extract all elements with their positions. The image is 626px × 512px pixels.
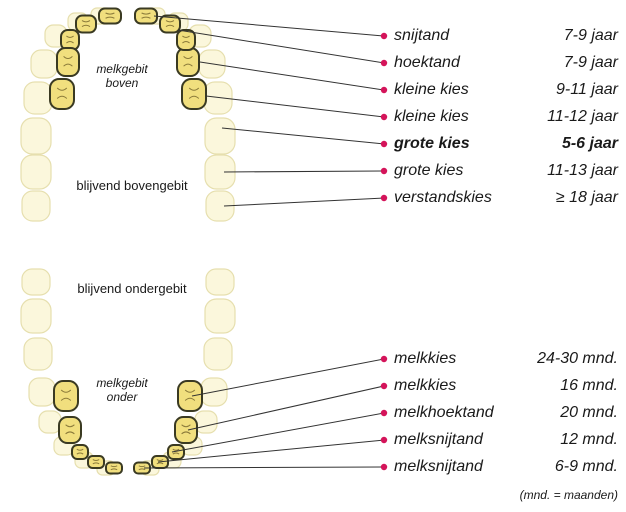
upper-label-6: grote kies [394,161,463,181]
lower-leader-2-dot [381,383,387,389]
upper-primary-tooth-1 [99,9,121,24]
upper-leader-4-dot [381,114,387,120]
upper-age-4: 11-12 jaar [547,107,618,127]
upper-permanent-tooth-5 [24,82,52,114]
lower-age-4: 12 mnd. [560,430,618,450]
upper-leader-1-dot [381,33,387,39]
lower-primary-tooth-5 [106,463,122,474]
lower-permanent-teeth [21,269,235,475]
upper-age-7: ≥ 18 jaar [556,188,618,208]
upper-primary-caption: melkgebit boven [92,62,152,90]
upper-primary-caption-line1: melkgebit [92,62,152,76]
upper-leader-2-dot [381,60,387,66]
lower-permanent-tooth-1 [22,269,50,295]
lower-leader-5-dot [381,464,387,470]
upper-label-7: verstandskies [394,188,492,208]
lower-age-1: 24-30 mnd. [537,349,618,369]
lower-primary-tooth-10 [178,381,202,411]
upper-age-3: 9-11 jaar [556,80,618,100]
lower-leader-4-dot [381,437,387,443]
lower-permanent-tooth-2 [21,299,51,333]
lower-age-3: 20 mnd. [560,403,618,423]
upper-label-3: kleine kies [394,80,469,100]
upper-leader-5-dot [381,141,387,147]
lower-primary-caption: melkgebit onder [92,376,152,404]
lower-primary-tooth-8 [168,445,184,459]
upper-permanent-caption: blijvend bovengebit [52,178,212,193]
lower-permanent-tooth-14 [204,338,232,370]
upper-age-5: 5-6 jaar [562,134,618,154]
upper-label-2: hoektand [394,53,460,73]
lower-primary-tooth-3 [72,445,88,459]
lower-age-5: 6-9 mnd. [555,457,618,477]
lower-permanent-tooth-4 [29,378,55,406]
lower-label-4: melksnijtand [394,430,483,450]
upper-leader-6-line [224,171,384,172]
upper-primary-tooth-6 [182,79,206,109]
upper-primary-tooth-10 [135,9,157,24]
upper-age-1: 7-9 jaar [564,26,618,46]
upper-permanent-tooth-4 [31,50,57,78]
lower-label-3: melkhoektand [394,403,494,423]
upper-label-4: kleine kies [394,107,469,127]
upper-permanent-tooth-8 [22,191,50,221]
upper-permanent-tooth-12 [204,82,232,114]
lower-permanent-tooth-15 [205,299,235,333]
lower-primary-caption-line1: melkgebit [92,376,152,390]
upper-permanent-tooth-6 [21,118,51,154]
lower-primary-tooth-2 [59,417,81,443]
upper-primary-tooth-7 [177,48,199,76]
upper-leader-3-dot [381,87,387,93]
upper-permanent-tooth-11 [205,118,235,154]
lower-label-5: melksnijtand [394,457,483,477]
upper-age-2: 7-9 jaar [564,53,618,73]
upper-primary-tooth-5 [50,79,74,109]
lower-primary-tooth-1 [54,381,78,411]
lower-permanent-tooth-12 [195,411,217,433]
upper-leader-5-line [222,128,384,144]
lower-primary-tooth-9 [175,417,197,443]
upper-label-1: snijtand [394,26,449,46]
upper-primary-tooth-2 [76,16,96,33]
lower-leader-1-dot [381,356,387,362]
lower-permanent-tooth-3 [24,338,52,370]
upper-primary-tooth-8 [177,30,195,50]
upper-age-6: 11-13 jaar [547,161,618,181]
lower-leader-5-line [144,467,384,468]
upper-leader-6-dot [381,168,387,174]
lower-age-2: 16 mnd. [560,376,618,396]
lower-permanent-tooth-5 [39,411,61,433]
lower-leader-3-dot [381,410,387,416]
footnote: (mnd. = maanden) [520,488,618,502]
lower-label-2: melkkies [394,376,456,396]
lower-label-1: melkkies [394,349,456,369]
upper-primary-tooth-4 [57,48,79,76]
upper-leader-7-dot [381,195,387,201]
lower-primary-caption-line2: onder [92,390,152,404]
upper-primary-caption-line2: boven [92,76,152,90]
lower-primary-tooth-4 [88,456,104,468]
upper-permanent-tooth-7 [21,155,51,189]
upper-label-5: grote kies [394,134,470,154]
upper-leader-7-line [224,198,384,206]
upper-leader-4-line [206,96,384,117]
lower-permanent-caption: blijvend ondergebit [52,281,212,296]
